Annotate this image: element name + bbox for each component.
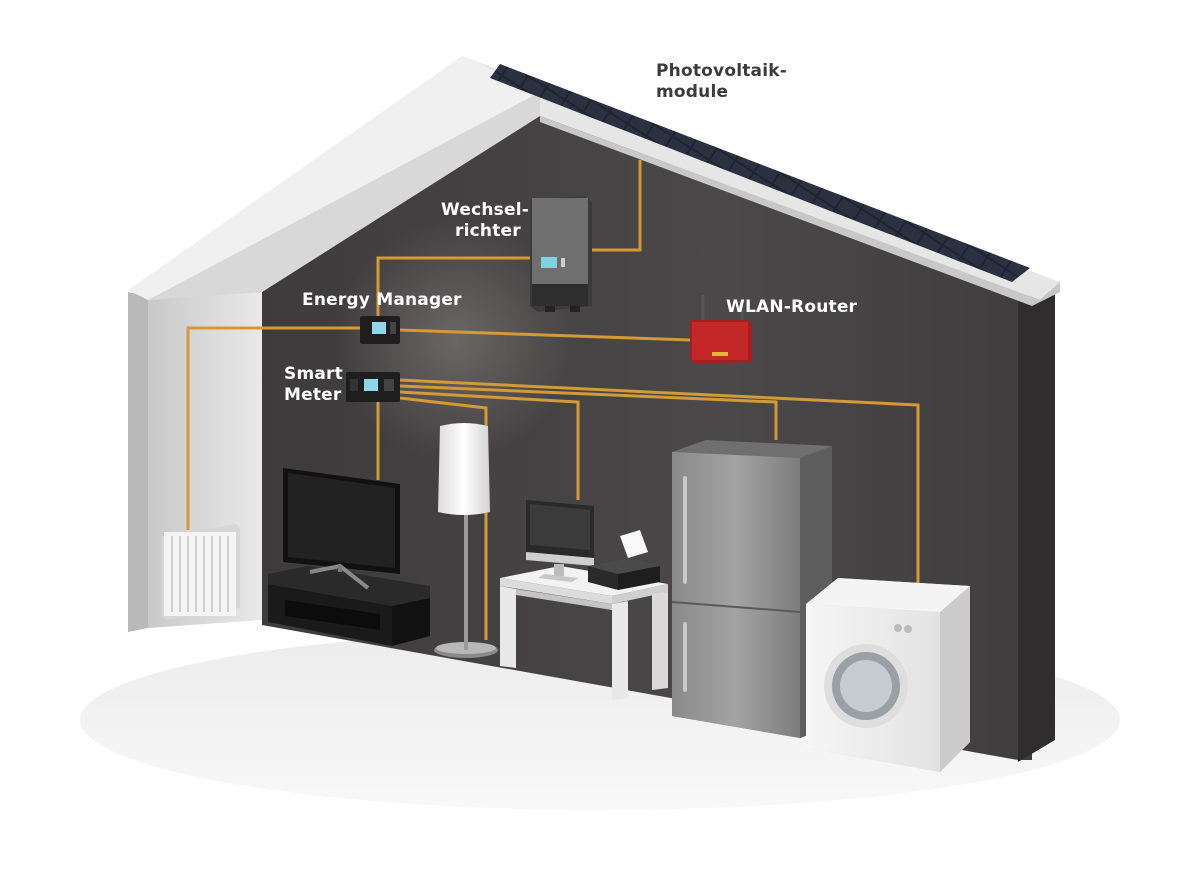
smart-meter-device	[346, 372, 400, 402]
label-smart-meter-line2: Meter	[284, 385, 342, 405]
pv-modules	[490, 64, 1030, 282]
tv-stand	[268, 566, 430, 646]
floor-lamp	[434, 423, 498, 658]
roof-left-underside	[148, 92, 540, 300]
label-wlan-router-text: WLAN-Router	[726, 297, 858, 317]
roof-left-slope	[128, 56, 540, 300]
left-wall-edge	[128, 292, 148, 632]
radiator	[162, 524, 240, 620]
energy-manager-device	[360, 316, 400, 344]
label-smart-meter-line1: Smart	[284, 364, 343, 384]
inverter	[530, 196, 592, 312]
washing-machine	[806, 578, 970, 772]
label-photovoltaik-line1: Photovoltaik-	[656, 61, 788, 81]
label-photovoltaik: Photovoltaik- module	[656, 61, 787, 103]
printer	[588, 530, 660, 590]
label-photovoltaik-line2: module	[656, 82, 729, 102]
desk	[500, 566, 668, 700]
label-wechselrichter: Wechsel- richter	[441, 200, 529, 242]
label-smart-meter: Smart Meter	[284, 364, 343, 406]
label-wlan-router: WLAN-Router	[726, 297, 857, 318]
fridge	[671, 440, 832, 738]
wlan-router-device	[690, 295, 752, 364]
right-wall-edge	[1018, 290, 1055, 762]
label-wechselrichter-line1: Wechsel-	[441, 200, 529, 220]
computer-monitor	[526, 500, 594, 582]
label-wechselrichter-line2: richter	[455, 221, 521, 241]
label-energy-manager: Energy Manager	[302, 290, 462, 311]
label-energy-manager-text: Energy Manager	[302, 290, 462, 310]
television	[283, 468, 400, 590]
